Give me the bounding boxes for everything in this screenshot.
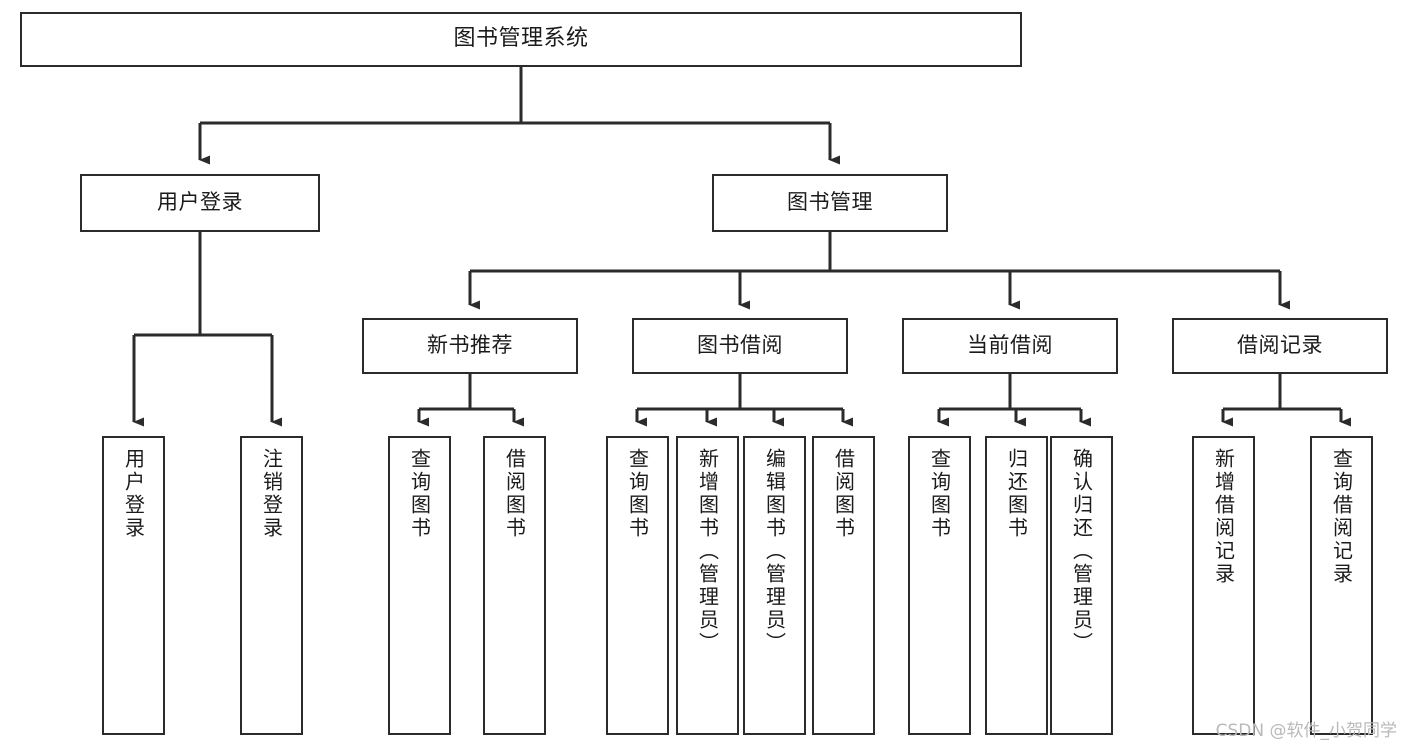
node-leaf-add-borrow-record[interactable]: 新增借阅记录 bbox=[1192, 436, 1255, 735]
node-root-book-management-system[interactable]: 图书管理系统 bbox=[20, 12, 1022, 67]
node-leaf-query-book-1[interactable]: 查询图书 bbox=[388, 436, 451, 735]
node-label: 图书管理 bbox=[787, 190, 873, 215]
node-label: 查询图书 bbox=[625, 448, 650, 540]
node-label: 借阅图书 bbox=[831, 448, 856, 540]
node-leaf-borrow-book-2[interactable]: 借阅图书 bbox=[812, 436, 875, 735]
node-leaf-borrow-book-1[interactable]: 借阅图书 bbox=[483, 436, 546, 735]
node-label: 编辑图书（管理员） bbox=[762, 448, 787, 655]
node-book-management[interactable]: 图书管理 bbox=[712, 174, 948, 232]
node-label: 借阅图书 bbox=[502, 448, 527, 540]
node-label: 图书管理系统 bbox=[453, 26, 589, 52]
node-label: 图书借阅 bbox=[697, 333, 783, 358]
node-label: 新增借阅记录 bbox=[1211, 448, 1236, 586]
node-current-borrow[interactable]: 当前借阅 bbox=[902, 318, 1118, 374]
node-label: 查询借阅记录 bbox=[1329, 448, 1354, 586]
node-label: 用户登录 bbox=[121, 448, 146, 540]
node-leaf-query-book-3[interactable]: 查询图书 bbox=[908, 436, 971, 735]
node-new-book-recommend[interactable]: 新书推荐 bbox=[362, 318, 578, 374]
node-leaf-add-book-admin[interactable]: 新增图书（管理员） bbox=[676, 436, 739, 735]
node-leaf-user-login[interactable]: 用户登录 bbox=[102, 436, 165, 735]
node-label: 查询图书 bbox=[927, 448, 952, 540]
node-label: 新增图书（管理员） bbox=[695, 448, 720, 655]
csdn-watermark: CSDN @软件_小贺同学 bbox=[1215, 721, 1397, 741]
node-label: 用户登录 bbox=[157, 190, 243, 215]
node-label: 注销登录 bbox=[259, 448, 284, 540]
node-leaf-logout[interactable]: 注销登录 bbox=[240, 436, 303, 735]
node-label: 查询图书 bbox=[407, 448, 432, 540]
node-label: 确认归还（管理员） bbox=[1069, 448, 1094, 655]
node-leaf-edit-book-admin[interactable]: 编辑图书（管理员） bbox=[743, 436, 806, 735]
node-label: 当前借阅 bbox=[967, 333, 1053, 358]
node-borrow-record[interactable]: 借阅记录 bbox=[1172, 318, 1388, 374]
node-leaf-query-borrow-record[interactable]: 查询借阅记录 bbox=[1310, 436, 1373, 735]
node-user-login[interactable]: 用户登录 bbox=[80, 174, 320, 232]
node-leaf-query-book-2[interactable]: 查询图书 bbox=[606, 436, 669, 735]
node-leaf-confirm-return-admin[interactable]: 确认归还（管理员） bbox=[1050, 436, 1113, 735]
node-leaf-return-book[interactable]: 归还图书 bbox=[985, 436, 1048, 735]
node-label: 归还图书 bbox=[1004, 448, 1029, 540]
node-label: 新书推荐 bbox=[427, 333, 513, 358]
node-label: 借阅记录 bbox=[1237, 333, 1323, 358]
node-book-borrow[interactable]: 图书借阅 bbox=[632, 318, 848, 374]
